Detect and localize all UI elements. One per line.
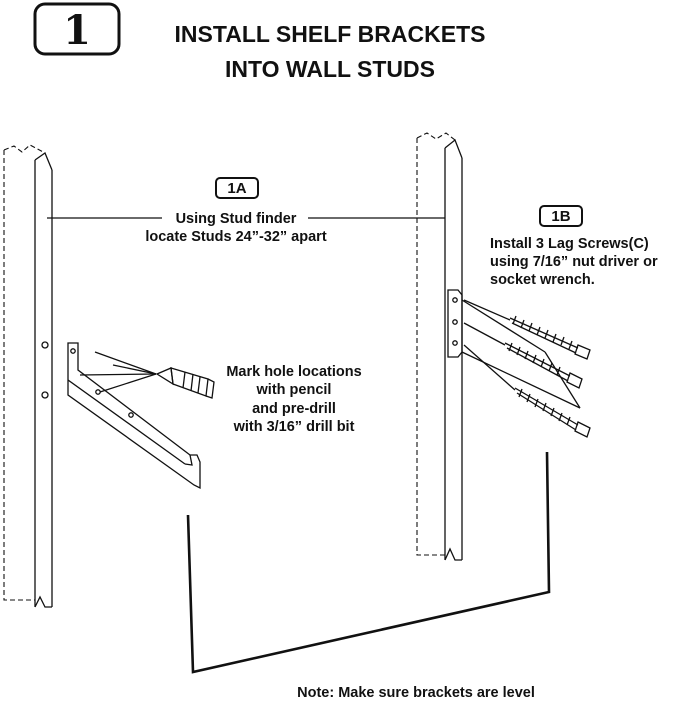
label-1a-text: 1A (227, 180, 246, 197)
step-number: 1 (63, 7, 91, 54)
right-wall-stud (416, 132, 463, 561)
mark-holes-line-2: with pencil (256, 382, 332, 398)
label-1b: 1B (539, 205, 583, 227)
left-shelf-bracket (67, 342, 201, 490)
title-line-2: INTO WALL STUDS (225, 56, 435, 82)
mark-holes-line-3: and pre-drill (252, 401, 336, 417)
lag-screw-icon (463, 344, 591, 438)
step-1b-line-1: Install 3 Lag Screws(C) (490, 236, 649, 252)
mark-holes-line-1: Mark hole locations (226, 364, 361, 380)
step-number-badge: 1 (33, 2, 121, 56)
title-line-1: INSTALL SHELF BRACKETS (175, 21, 486, 47)
left-wall-stud (3, 144, 53, 608)
mark-holes-line-4: with 3/16” drill bit (233, 419, 355, 435)
step-1b-line-2: using 7/16” nut driver or (490, 254, 658, 270)
label-1a: 1A (215, 177, 259, 199)
lag-screw-icon (463, 299, 591, 360)
step-1b-line-3: socket wrench. (490, 272, 595, 288)
label-1b-text: 1B (551, 208, 570, 225)
pencil-icon (155, 367, 215, 399)
lag-screw-icon (463, 322, 583, 389)
pencil-sight-lines (79, 351, 157, 393)
step-1a-line-2: locate Studs 24”-32” apart (145, 229, 326, 245)
right-shelf-bracket (447, 289, 581, 409)
level-note: Note: Make sure brackets are level (297, 685, 535, 701)
level-indicator-line (186, 451, 551, 674)
step-1a-line-1: Using Stud finder (176, 211, 297, 227)
